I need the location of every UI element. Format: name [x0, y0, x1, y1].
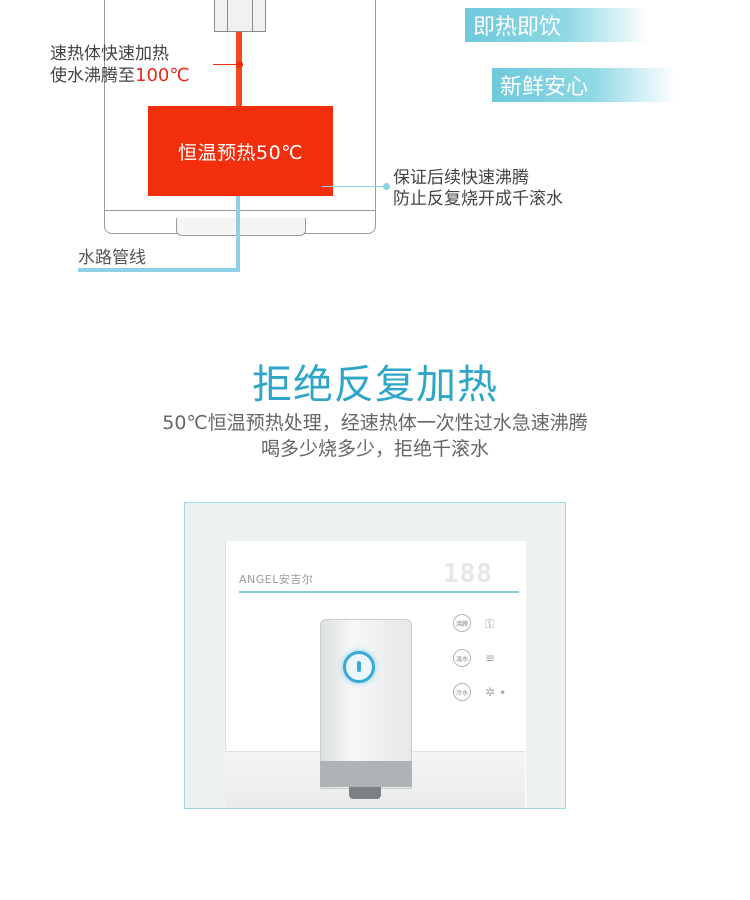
snowflake-icon: ✲ ∙: [485, 685, 507, 699]
heater-callout-line2: 使水沸腾至100℃: [50, 65, 190, 87]
heater-leader-dot: [236, 61, 243, 68]
preheat-tank-label: 恒温预热50℃: [177, 141, 303, 164]
preheat-tank: 恒温预热50℃: [148, 106, 333, 196]
cold-water-button: 冷水: [453, 683, 471, 701]
boil-button: 沸腾: [453, 614, 471, 632]
hot-water-pipe: [236, 32, 242, 108]
section-subtitle-line1: 50℃恒温预热处理，经速热体一次性过水急速沸腾: [162, 412, 588, 434]
product-photo: ANGEL安吉尔 188 沸腾 温水 冷水 ⚿ ≡ ✲ ∙: [184, 502, 566, 809]
machine-base: [176, 218, 306, 236]
menu-icon: ≡: [485, 651, 496, 665]
water-spout: [320, 619, 412, 789]
heater-callout-prefix: 使水沸腾至: [50, 66, 135, 86]
boil-temperature: 100℃: [135, 65, 190, 86]
machine-divider: [104, 210, 376, 211]
water-pipe-vertical: [236, 196, 240, 272]
pump-block: [214, 0, 266, 32]
digital-display: 188: [443, 559, 493, 589]
spout-band: [320, 761, 412, 787]
brand-logo: ANGEL安吉尔: [239, 573, 314, 586]
preheat-callout-line1: 保证后续快速沸腾: [393, 168, 529, 188]
preheat-callout: 保证后续快速沸腾 防止反复烧开成千滚水: [393, 168, 563, 210]
feature-tag-instant: 即热即饮: [465, 8, 648, 42]
feature-tag-fresh: 新鲜安心: [492, 68, 675, 102]
warm-water-button: 温水: [453, 649, 471, 667]
preheat-leader-line: [322, 186, 385, 187]
heater-callout-line1: 速热体快速加热: [50, 44, 169, 64]
heater-callout: 速热体快速加热 使水沸腾至100℃: [50, 44, 190, 87]
dispense-button-icon: [343, 651, 375, 683]
section-subtitle-line2: 喝多少烧多少，拒绝千滚水: [260, 438, 489, 460]
water-pipe-label: 水路管线: [78, 248, 146, 268]
preheat-callout-line2: 防止反复烧开成千滚水: [393, 189, 563, 209]
preheat-leader-dot: [383, 183, 390, 190]
heater-leader-line: [213, 64, 240, 65]
accent-stripe: [239, 591, 519, 593]
spout-tip: [349, 787, 381, 799]
lock-icon: ⚿: [485, 617, 495, 631]
water-pipe-horizontal: [78, 268, 240, 272]
section-title: 拒绝反复加热: [252, 362, 498, 408]
